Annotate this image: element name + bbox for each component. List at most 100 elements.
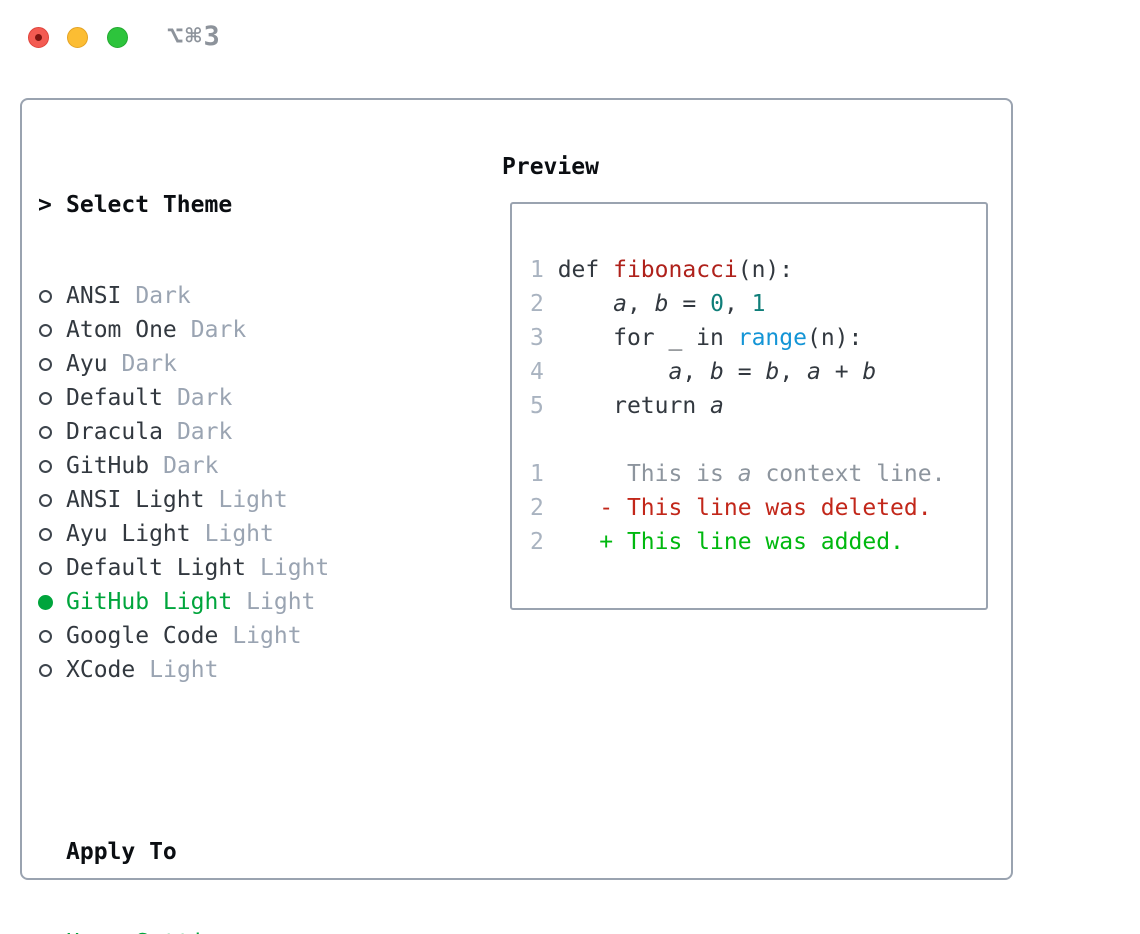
code-line bbox=[530, 423, 945, 457]
code-segment: (n): bbox=[737, 257, 794, 283]
radio-icon bbox=[39, 358, 52, 371]
line-number: 2 bbox=[530, 495, 544, 521]
code-segment: = bbox=[668, 291, 711, 317]
code-segment bbox=[544, 359, 669, 385]
theme-variant-tag: Dark bbox=[176, 419, 233, 445]
theme-variant-tag: Light bbox=[204, 521, 274, 547]
code-segment: range bbox=[737, 325, 807, 351]
theme-variant-tag: Dark bbox=[190, 317, 247, 343]
theme-name: Default Light bbox=[66, 555, 247, 581]
radio-icon bbox=[39, 562, 52, 575]
code-line: 3 for _ in range(n): bbox=[530, 321, 945, 355]
radio-icon bbox=[39, 528, 52, 541]
code-segment: b bbox=[765, 359, 780, 385]
code-segment: return bbox=[543, 393, 711, 419]
preview-title: Preview bbox=[502, 154, 599, 180]
cursor-caret-icon: > bbox=[38, 192, 52, 218]
code-segment: , bbox=[723, 291, 752, 317]
theme-variant-tag: Light bbox=[260, 555, 330, 581]
close-button[interactable] bbox=[28, 27, 49, 48]
code-segment: , bbox=[682, 359, 711, 385]
spacer bbox=[38, 744, 426, 778]
radio-selected-icon bbox=[38, 595, 53, 610]
theme-option-default-light[interactable]: Default Light Light bbox=[38, 551, 426, 585]
theme-name: Atom One bbox=[66, 317, 177, 343]
theme-option-google-code[interactable]: Google Code Light bbox=[38, 619, 426, 653]
theme-name: Ayu bbox=[66, 351, 108, 377]
code-line: 5 return a bbox=[530, 389, 945, 423]
code-segment bbox=[544, 291, 613, 317]
theme-variant-tag: Light bbox=[232, 623, 302, 649]
minimize-button[interactable] bbox=[67, 27, 88, 48]
apply-to-options-list: User SettingsWorkspace Settings bbox=[38, 926, 426, 934]
radio-icon bbox=[39, 392, 52, 405]
code-segment: (n): bbox=[806, 325, 863, 351]
code-segment: b bbox=[862, 359, 877, 385]
code-segment: a bbox=[668, 359, 683, 385]
apply-option-label: User Settings bbox=[66, 926, 246, 934]
select-theme-title: Select Theme bbox=[66, 192, 233, 218]
code-segment: + bbox=[820, 359, 863, 385]
code-segment: , bbox=[626, 291, 655, 317]
line-number: 2 bbox=[530, 291, 544, 317]
code-segment: a bbox=[710, 393, 724, 419]
code-segment: def bbox=[543, 257, 614, 283]
code-line: 1 def fibonacci(n): bbox=[530, 253, 945, 287]
code-segment: 0 bbox=[710, 291, 724, 317]
theme-variant-tag: Dark bbox=[135, 283, 191, 309]
line-number: 4 bbox=[530, 359, 544, 385]
radio-icon bbox=[39, 630, 52, 643]
code-segment: fibonacci bbox=[613, 257, 738, 283]
apply-option-user-settings[interactable]: User Settings bbox=[38, 926, 426, 934]
theme-variant-tag: Dark bbox=[163, 453, 219, 479]
code-segment: + This line was added. bbox=[543, 529, 904, 555]
unsaved-dot-icon bbox=[35, 34, 42, 41]
theme-option-dracula[interactable]: Dracula Dark bbox=[38, 415, 426, 449]
code-segment: This is bbox=[543, 461, 738, 487]
theme-name: Google Code bbox=[66, 623, 219, 649]
theme-name: ANSI bbox=[66, 283, 122, 309]
code-segment: a bbox=[737, 461, 752, 487]
theme-option-ayu-light[interactable]: Ayu Light Light bbox=[38, 517, 426, 551]
line-number: 1 bbox=[530, 461, 544, 487]
theme-variant-tag: Light bbox=[218, 487, 288, 513]
window-title: ⌥⌘3 bbox=[167, 21, 222, 52]
line-number: 2 bbox=[530, 529, 544, 555]
code-line: 1 This is a context line. bbox=[530, 457, 945, 491]
theme-option-github[interactable]: GitHub Dark bbox=[38, 449, 426, 483]
radio-icon bbox=[39, 460, 52, 473]
theme-variant-tag: Dark bbox=[121, 351, 177, 377]
theme-name: XCode bbox=[66, 657, 136, 683]
code-segment: , bbox=[779, 359, 808, 385]
theme-name: GitHub bbox=[66, 453, 150, 479]
theme-variant-tag: Dark bbox=[176, 385, 233, 411]
theme-name: Ayu Light bbox=[66, 521, 191, 547]
maximize-button[interactable] bbox=[107, 27, 128, 48]
code-line: 2 a, b = 0, 1 bbox=[530, 287, 945, 321]
radio-icon bbox=[39, 664, 52, 677]
theme-option-atom-one[interactable]: Atom One Dark bbox=[38, 313, 426, 347]
theme-name: Dracula bbox=[66, 419, 163, 445]
theme-option-ansi[interactable]: ANSI Dark bbox=[38, 279, 426, 313]
line-number: 5 bbox=[530, 393, 544, 419]
line-number: 3 bbox=[530, 325, 544, 351]
radio-icon bbox=[39, 426, 52, 439]
code-segment: for _ in bbox=[543, 325, 738, 351]
code-line: 4 a, b = b, a + b bbox=[530, 355, 945, 389]
radio-icon bbox=[39, 324, 52, 337]
code-segment: context line. bbox=[751, 461, 946, 487]
theme-option-ayu[interactable]: Ayu Dark bbox=[38, 347, 426, 381]
apply-to-title: Apply To bbox=[66, 839, 177, 865]
radio-icon bbox=[39, 290, 52, 303]
theme-variant-tag: Light bbox=[246, 589, 316, 615]
